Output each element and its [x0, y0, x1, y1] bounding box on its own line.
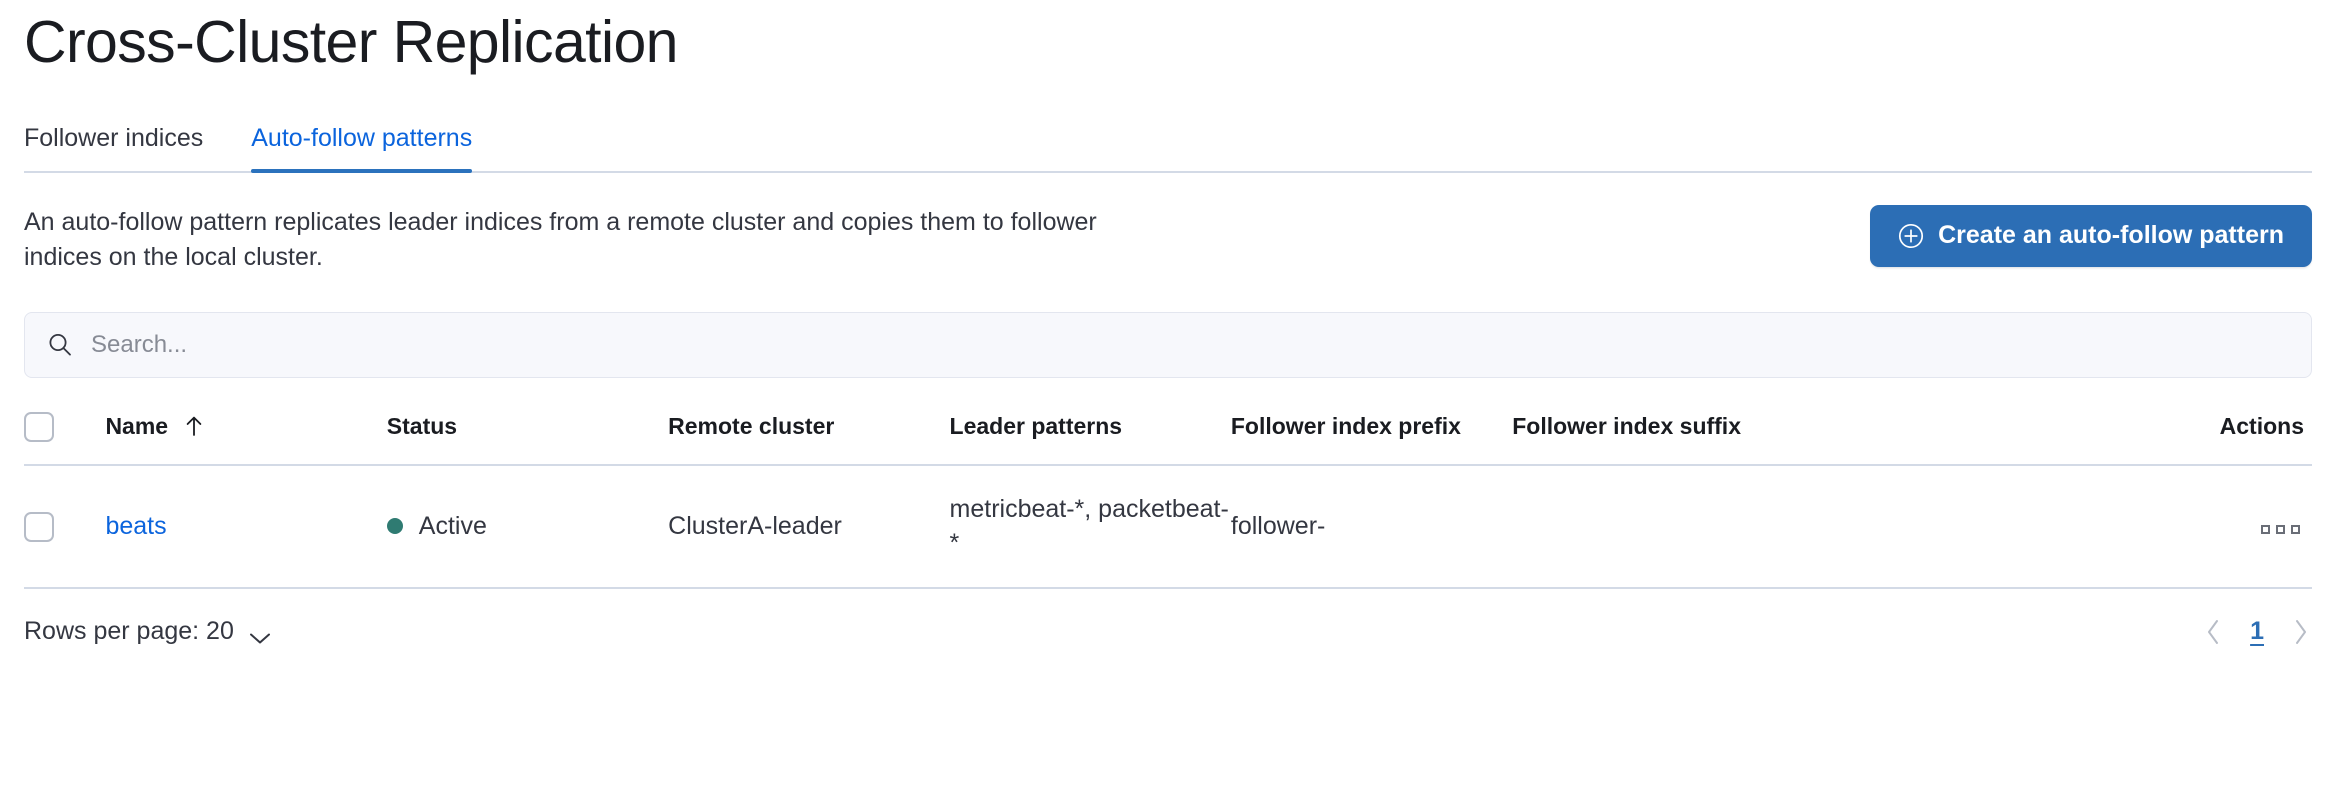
table-body: beats Active ClusterA-leader metricbeat-…: [24, 464, 2312, 589]
pattern-name-link[interactable]: beats: [105, 511, 167, 540]
search-icon: [47, 332, 73, 358]
select-all-checkbox[interactable]: [24, 411, 54, 442]
tab-follower-indices[interactable]: Follower indices: [24, 125, 203, 171]
more-actions-square-2: [2276, 524, 2285, 534]
more-actions-square-3: [2291, 524, 2300, 534]
chevron-right-icon[interactable]: [2290, 617, 2312, 647]
intro-section: An auto-follow pattern replicates leader…: [24, 204, 2312, 276]
status-badge: Active: [418, 511, 487, 540]
cell-remote-cluster: ClusterA-leader: [668, 464, 950, 589]
search-input[interactable]: [91, 330, 2289, 359]
column-header-follower-index-prefix[interactable]: Follower index prefix: [1230, 411, 1513, 466]
table-row: beats Active ClusterA-leader metricbeat-…: [24, 464, 2312, 589]
row-select-cell: [24, 464, 106, 589]
select-all-header: [24, 411, 106, 466]
cell-leader-patterns: metricbeat-*, packetbeat-*: [949, 464, 1231, 589]
plus-in-circle-icon: [1898, 223, 1924, 249]
column-header-status[interactable]: Status: [386, 411, 669, 466]
table-header-row: Name Status Remote cluster Leader patter…: [24, 411, 2312, 466]
search-bar[interactable]: [24, 311, 2312, 378]
tab-auto-follow-patterns[interactable]: Auto-follow patterns: [251, 125, 472, 173]
chevron-left-icon[interactable]: [2202, 617, 2224, 647]
column-header-leader-patterns[interactable]: Leader patterns: [949, 411, 1231, 466]
page-title: Cross-Cluster Replication: [24, 9, 678, 75]
rows-per-page-label: Rows per page: 20: [24, 617, 234, 646]
arrow-up-icon: [184, 415, 204, 437]
table-head: Name Status Remote cluster Leader patter…: [24, 411, 2312, 466]
auto-follow-patterns-table: Name Status Remote cluster Leader patter…: [24, 411, 2312, 589]
column-header-follower-index-suffix[interactable]: Follower index suffix: [1512, 411, 2154, 466]
create-auto-follow-pattern-button[interactable]: Create an auto-follow pattern: [1870, 204, 2312, 267]
table-footer: Rows per page: 20 1: [24, 617, 2312, 647]
pagination: 1: [2202, 617, 2312, 647]
cell-status: Active: [386, 464, 669, 589]
intro-description: An auto-follow pattern replicates leader…: [24, 207, 1097, 272]
column-header-remote-cluster[interactable]: Remote cluster: [668, 411, 950, 466]
tab-bar: Follower indices Auto-follow patterns: [24, 111, 2312, 173]
chevron-down-icon: [248, 624, 272, 644]
column-header-name-label: Name: [105, 413, 169, 440]
create-button-label: Create an auto-follow pattern: [1938, 221, 2284, 250]
cell-actions: [2153, 464, 2312, 589]
cell-follower-index-suffix: [1512, 464, 2154, 589]
more-actions-square-1: [2261, 524, 2270, 534]
cell-follower-index-prefix: follower-: [1230, 464, 1513, 589]
rows-per-page-selector[interactable]: Rows per page: 20: [24, 617, 272, 646]
more-actions-icon[interactable]: [2257, 521, 2304, 538]
row-checkbox[interactable]: [24, 511, 54, 542]
column-header-actions: Actions: [2153, 411, 2312, 466]
pagination-page-1[interactable]: 1: [2246, 617, 2268, 646]
status-dot-icon: [386, 518, 403, 535]
column-header-name[interactable]: Name: [105, 411, 387, 466]
cell-name: beats: [105, 464, 387, 589]
